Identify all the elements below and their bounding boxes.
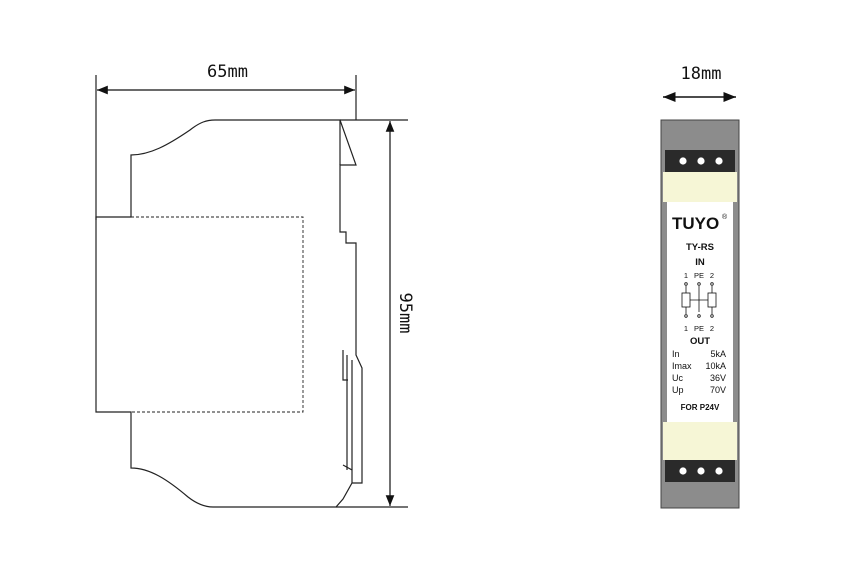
out-label: OUT — [690, 336, 710, 347]
spec-value: 36V — [710, 373, 726, 383]
bottom-cream-band — [663, 422, 737, 460]
brand-registered-mark: ® — [722, 213, 728, 221]
terminal-label-pe: PE — [694, 271, 704, 280]
hidden-edge-dashed — [95, 216, 304, 413]
terminal-screw — [679, 467, 687, 475]
dimension-label-height: 95mm — [395, 293, 415, 334]
spec-value: 5kA — [710, 349, 726, 359]
terminal-label-1: 1 — [684, 271, 688, 280]
model-label: TY-RS — [686, 242, 714, 253]
in-label: IN — [695, 257, 705, 268]
spec-value: 70V — [710, 385, 726, 395]
circuit-schematic — [681, 282, 717, 318]
brand-logo: TUYO ® — [672, 213, 728, 233]
side-view-outline — [95, 119, 363, 508]
spec-name: In — [672, 349, 680, 359]
footer-label: FOR P24V — [681, 403, 720, 412]
brand-name: TUYO — [672, 214, 719, 233]
top-cream-band — [663, 172, 737, 202]
terminal-screw — [697, 157, 705, 165]
terminal-label-2: 2 — [710, 271, 714, 280]
spec-name: Up — [672, 385, 684, 395]
terminal-label-pe-out: PE — [694, 324, 704, 333]
front-label — [667, 202, 733, 422]
spec-value: 10kA — [705, 361, 726, 371]
side-view — [95, 75, 408, 508]
rail-clip-foot — [342, 464, 353, 483]
terminal-screw — [715, 157, 723, 165]
dimension-label-width: 65mm — [207, 62, 248, 82]
terminal-screw — [715, 467, 723, 475]
spec-name: Uc — [672, 373, 683, 383]
rail-clip-detail — [342, 350, 348, 381]
terminal-screw — [679, 157, 687, 165]
terminal-screw — [697, 467, 705, 475]
dimension-label-front-width: 18mm — [681, 64, 722, 84]
terminal-label-1-out: 1 — [684, 324, 688, 333]
front-view: TUYO ® TY-RS IN 1 PE 2 1 PE 2 — [660, 119, 740, 509]
terminal-label-2-out: 2 — [710, 324, 714, 333]
spec-name: Imax — [672, 361, 692, 371]
